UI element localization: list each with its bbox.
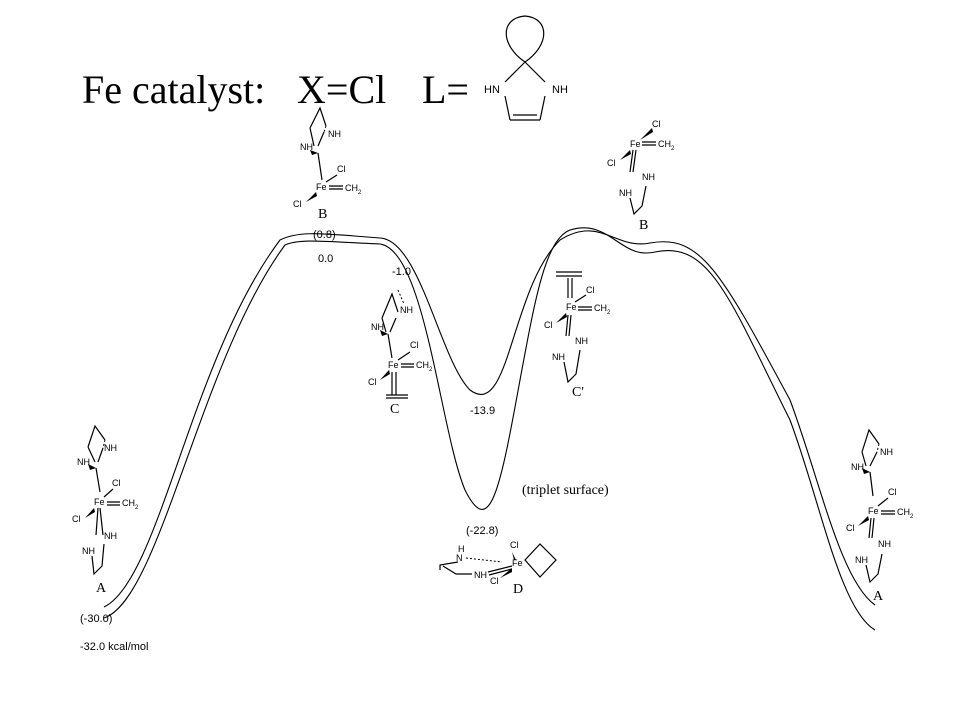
- svg-text:Cl: Cl: [293, 199, 302, 209]
- ligand-ring-bonds: [504, 61, 546, 121]
- svg-text:CH: CH: [897, 507, 910, 517]
- svg-text:NH: NH: [104, 531, 117, 541]
- svg-text:CH: CH: [122, 498, 135, 508]
- energy-start-upper: (-30.0): [80, 613, 112, 625]
- svg-text:Cl: Cl: [490, 576, 499, 586]
- svg-text:2: 2: [671, 146, 675, 152]
- ligand-nh-label: NH: [552, 84, 568, 96]
- energy-start-lower: -32.0 kcal/mol: [80, 641, 148, 653]
- svg-text:NH: NH: [851, 462, 864, 472]
- svg-text:NH: NH: [300, 142, 313, 152]
- svg-text:2: 2: [135, 505, 139, 511]
- structure-d-letter: D: [513, 582, 523, 597]
- svg-text:NH: NH: [552, 352, 565, 362]
- lower-energy-curve: [103, 227, 876, 631]
- svg-text:Fe: Fe: [388, 360, 399, 370]
- svg-text:Cl: Cl: [368, 377, 377, 387]
- svg-text:NH: NH: [855, 555, 868, 565]
- svg-text:Cl: Cl: [888, 487, 897, 497]
- triplet-surface-label: (triplet surface): [522, 483, 609, 498]
- svg-text:Fe: Fe: [630, 139, 641, 149]
- svg-text:Fe: Fe: [512, 558, 523, 568]
- svg-text:NH: NH: [371, 322, 384, 332]
- svg-text:Fe: Fe: [316, 182, 327, 192]
- structure-d: H N NH Fe Cl Cl D: [439, 540, 557, 597]
- structure-b-left-letter: B: [318, 207, 327, 222]
- svg-text:NH: NH: [619, 188, 632, 198]
- svg-text:CH: CH: [658, 139, 671, 149]
- svg-text:NH: NH: [878, 539, 891, 549]
- svg-text:Fe: Fe: [868, 506, 879, 516]
- svg-text:CH: CH: [416, 360, 429, 370]
- energy-well-upper: (-22.8): [466, 525, 498, 537]
- svg-text:CH: CH: [594, 303, 607, 313]
- svg-text:Cl: Cl: [410, 340, 419, 350]
- svg-text:H: H: [458, 544, 465, 554]
- energy-ts-inner: -1.0: [392, 266, 411, 278]
- svg-text:NH: NH: [575, 336, 588, 346]
- svg-text:Cl: Cl: [112, 478, 121, 488]
- svg-text:Fe: Fe: [94, 497, 105, 507]
- title-catalyst: Fe catalyst:: [82, 67, 265, 112]
- svg-text:N: N: [456, 553, 463, 563]
- svg-text:CH: CH: [345, 183, 358, 193]
- svg-text:NH: NH: [77, 457, 90, 467]
- svg-text:Cl: Cl: [337, 164, 346, 174]
- svg-text:Cl: Cl: [586, 285, 595, 295]
- structure-a-left: NH NH Fe Cl CH 2 Cl NH NH A: [72, 424, 139, 596]
- energy-ts-upper: (0.8): [313, 229, 336, 241]
- svg-text:2: 2: [429, 367, 433, 373]
- svg-text:NH: NH: [474, 570, 487, 580]
- upper-energy-curve: [103, 230, 876, 608]
- svg-text:Cl: Cl: [652, 119, 661, 129]
- structure-b-right-letter: B: [639, 218, 648, 233]
- svg-text:Cl: Cl: [544, 320, 553, 330]
- svg-text:NH: NH: [82, 546, 95, 556]
- structure-a-right: NH NH Fe Cl CH 2 Cl NH NH A: [846, 428, 914, 604]
- svg-text:Fe: Fe: [566, 302, 577, 312]
- svg-text:NH: NH: [880, 447, 893, 457]
- svg-text:NH: NH: [400, 305, 413, 315]
- svg-text:Cl: Cl: [846, 523, 855, 533]
- svg-text:Cl: Cl: [72, 514, 81, 524]
- svg-text:NH: NH: [642, 172, 655, 182]
- ligand-hn-label: HN: [484, 84, 500, 96]
- svg-text:NH: NH: [104, 443, 117, 453]
- svg-text:2: 2: [607, 310, 611, 316]
- structure-c-left: NH NH Fe Cl CH 2 Cl C: [368, 289, 433, 417]
- structure-b-left: NH NH Fe Cl CH 2 Cl B: [293, 106, 362, 222]
- title-l-equals: L=: [422, 67, 469, 112]
- svg-text:Cl: Cl: [510, 540, 519, 550]
- title-x-equals: X=Cl: [297, 67, 386, 112]
- svg-text:NH: NH: [328, 129, 341, 139]
- energy-ts-lower: 0.0: [318, 253, 333, 265]
- structure-b-right: Cl Fe CH 2 Cl NH NH B: [607, 119, 675, 233]
- structure-a-left-letter: A: [96, 581, 107, 596]
- structure-a-right-letter: A: [873, 589, 884, 604]
- svg-text:2: 2: [910, 514, 914, 520]
- structure-c-left-letter: C: [390, 402, 399, 417]
- structure-c-right: Fe Cl CH 2 Cl NH NH C': [544, 271, 611, 400]
- svg-text:Cl: Cl: [607, 158, 616, 168]
- ligand-structure: HN NH: [484, 15, 568, 121]
- structure-c-right-letter: C': [572, 385, 584, 400]
- ligand-ring-loop: [505, 15, 545, 63]
- svg-text:2: 2: [358, 190, 362, 196]
- energy-well-lower: -13.9: [470, 405, 495, 417]
